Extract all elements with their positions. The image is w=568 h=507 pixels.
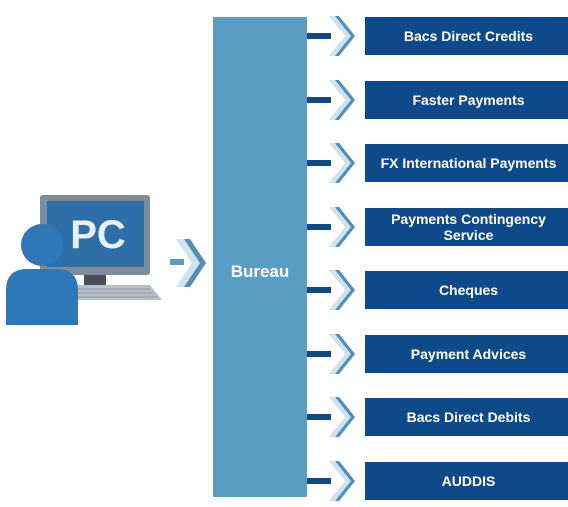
- service-row: AUDDIS: [307, 460, 568, 501]
- service-box[interactable]: AUDDIS: [365, 461, 568, 500]
- input-chevron-icon: [170, 239, 206, 287]
- chevron-connector-icon: [307, 460, 355, 501]
- service-row: Cheques: [307, 270, 568, 310]
- chevron-connector-icon: [307, 79, 355, 120]
- service-box[interactable]: Faster Payments: [365, 80, 568, 119]
- service-row: Payments Contingency Service: [307, 206, 568, 247]
- person-body-icon: [6, 269, 78, 325]
- service-row: FX International Payments: [307, 143, 568, 183]
- pc-label: PC: [70, 213, 126, 257]
- service-box[interactable]: FX International Payments: [365, 144, 568, 182]
- monitor-screen: [47, 201, 144, 267]
- service-box[interactable]: Bacs Direct Credits: [365, 17, 568, 55]
- service-box[interactable]: Payment Advices: [365, 334, 568, 373]
- user-at-pc-icon: PC: [6, 195, 162, 325]
- chevron-connector-icon: [307, 397, 355, 437]
- bureau-column: Bureau: [213, 17, 307, 497]
- service-row: Bacs Direct Debits: [307, 397, 568, 437]
- service-row: Faster Payments: [307, 79, 568, 120]
- service-box[interactable]: Payments Contingency Service: [365, 207, 568, 246]
- chevron-connector-icon: [307, 143, 355, 183]
- chevron-connector-icon: [307, 333, 355, 374]
- service-box[interactable]: Cheques: [365, 271, 568, 309]
- chevron-connector-icon: [307, 270, 355, 310]
- service-box[interactable]: Bacs Direct Debits: [365, 398, 568, 436]
- bureau-label: Bureau: [230, 262, 290, 281]
- chevron-connector-icon: [307, 206, 355, 247]
- person-head-icon: [21, 224, 63, 266]
- chevron-connector-icon: [307, 16, 355, 56]
- service-row: Bacs Direct Credits: [307, 16, 568, 56]
- service-row: Payment Advices: [307, 333, 568, 374]
